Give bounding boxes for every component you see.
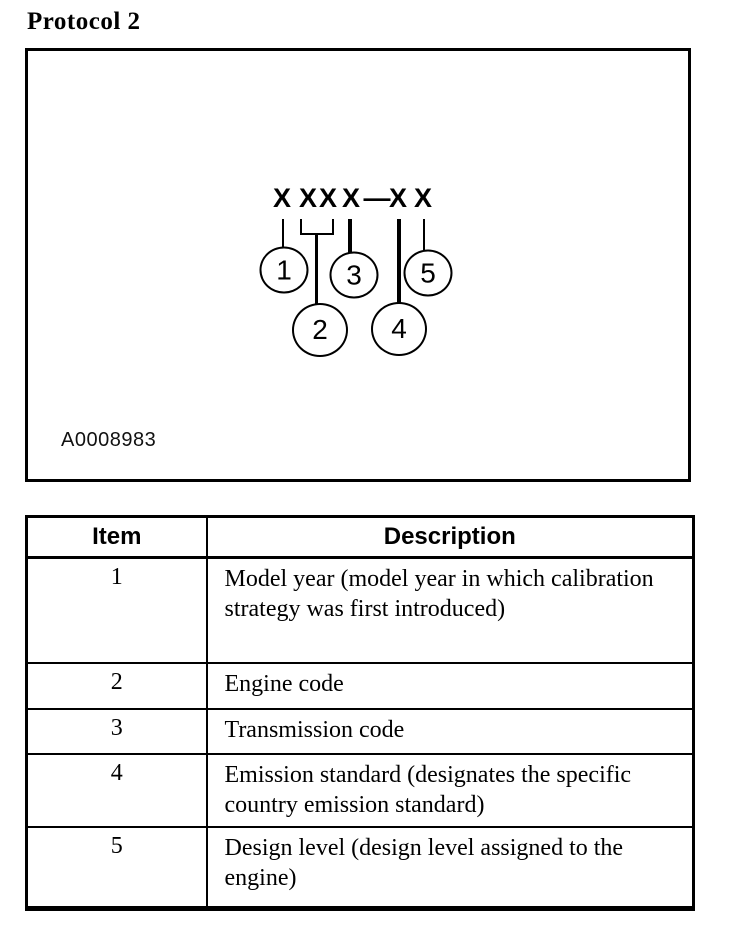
callout-bracket-right	[332, 219, 334, 235]
protocol-code-figure: X XX X — X X 1 2 3 4 5 A0008983	[25, 48, 691, 482]
figure-id-label: A0008983	[61, 429, 157, 451]
code-char-5: X	[388, 183, 410, 213]
callout-circle-4: 4	[371, 302, 427, 356]
page-title: Protocol 2	[27, 8, 141, 35]
item-number: 4	[25, 752, 208, 828]
table-row: 4 Emission standard (designates the spec…	[25, 752, 695, 828]
table-row: 3 Transmission code	[25, 707, 695, 755]
callout-bracket-left	[300, 219, 302, 235]
column-header-description: Description	[205, 515, 695, 559]
callout-number-1: 1	[276, 254, 292, 285]
code-char-2-3: XX	[298, 183, 340, 213]
item-description: Transmission code	[205, 707, 695, 755]
item-description: Emission standard (designates the specif…	[205, 752, 695, 828]
code-char-4: X	[341, 183, 363, 213]
item-description: Engine code	[205, 661, 695, 710]
table-header-row: Item Description	[25, 515, 695, 559]
callout-number-4: 4	[391, 313, 407, 344]
callout-number-3: 3	[346, 259, 362, 290]
item-number: 3	[25, 707, 208, 755]
callout-line-2	[315, 233, 318, 305]
callout-number-5: 5	[420, 257, 436, 288]
item-description-table: Item Description 1 Model year (model yea…	[25, 515, 695, 911]
item-description: Model year (model year in which calibrat…	[205, 556, 695, 664]
column-header-item: Item	[25, 515, 208, 559]
item-number: 2	[25, 661, 208, 710]
callout-line-3	[348, 219, 352, 253]
item-number: 5	[25, 825, 208, 910]
callout-line-4	[397, 219, 401, 305]
callout-line-1	[282, 219, 284, 247]
callout-circle-1: 1	[259, 246, 309, 294]
code-char-6: X	[413, 183, 435, 213]
callout-circle-2: 2	[292, 303, 348, 357]
code-dash: —	[363, 183, 393, 213]
callout-number-2: 2	[312, 314, 328, 345]
item-description: Design level (design level assigned to t…	[205, 825, 695, 910]
callout-line-5	[423, 219, 425, 251]
code-char-1: X	[272, 183, 294, 213]
item-number: 1	[25, 556, 208, 664]
table-row: 5 Design level (design level assigned to…	[25, 825, 695, 910]
callout-circle-5: 5	[403, 249, 453, 297]
table-row: 1 Model year (model year in which calibr…	[25, 556, 695, 664]
table-row: 2 Engine code	[25, 661, 695, 710]
callout-circle-3: 3	[329, 251, 379, 299]
